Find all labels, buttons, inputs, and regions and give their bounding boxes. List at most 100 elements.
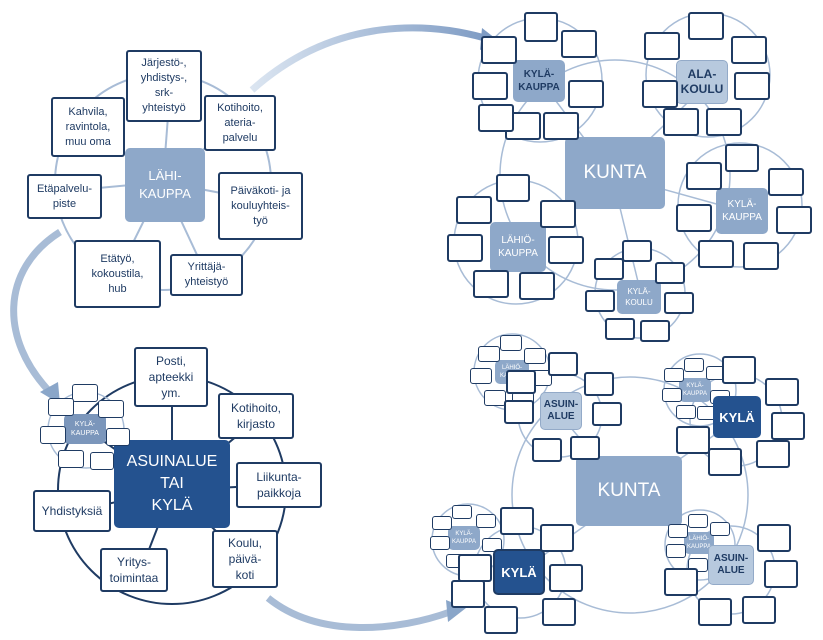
asuinalue-hub: ASUINALUE TAI KYLÄ — [114, 440, 230, 528]
item-etatyo: Etätyö, kokoustila, hub — [74, 240, 161, 308]
empty-box — [478, 346, 500, 362]
item-jarjesto: Järjestö-, yhdistys-, srk- yhteistyö — [126, 50, 202, 122]
kylakauppa-hub-bottom-1: KYLÄ- KAUPPA — [679, 378, 711, 402]
empty-box — [706, 108, 742, 136]
empty-box — [40, 426, 66, 444]
kunta-hub-top: KUNTA — [565, 137, 665, 209]
empty-box — [482, 538, 502, 552]
empty-box — [570, 436, 600, 460]
item-kotihoito-kirjasto: Kotihoito, kirjasto — [218, 393, 294, 439]
arrow-left — [10, 229, 62, 395]
empty-box — [698, 598, 732, 626]
empty-box — [568, 80, 604, 108]
empty-box — [764, 560, 798, 588]
empty-box — [543, 112, 579, 140]
empty-box — [519, 272, 555, 300]
empty-box — [655, 262, 685, 284]
arrow-top — [249, 24, 486, 93]
empty-box — [542, 598, 576, 626]
item-paivakoti-koulu: Päiväkoti- ja kouluyhteis- työ — [218, 172, 303, 240]
empty-box — [663, 108, 699, 136]
lahikauppa-hub: LÄHI- KAUPPA — [125, 148, 205, 222]
empty-box — [548, 352, 578, 376]
kyla-hub-bottom-2: KYLÄ — [493, 549, 545, 595]
empty-box — [452, 505, 472, 519]
asuinalue-hub-bottom-1: ASUIN- ALUE — [540, 392, 582, 430]
kylakauppa-hub-top-2: KYLÄ- KAUPPA — [716, 188, 768, 234]
empty-box — [722, 356, 756, 384]
empty-box — [776, 206, 812, 234]
empty-box — [731, 36, 767, 64]
empty-box — [757, 524, 791, 552]
empty-box — [765, 378, 799, 406]
empty-box — [472, 72, 508, 100]
empty-box — [430, 536, 450, 550]
empty-box — [473, 270, 509, 298]
empty-box — [688, 514, 708, 528]
empty-box — [725, 144, 759, 172]
empty-box — [622, 240, 652, 262]
empty-box — [458, 554, 492, 582]
arrow-bottom — [265, 595, 452, 632]
item-kahvila: Kahvila, ravintola, muu oma — [51, 97, 125, 157]
empty-box — [451, 580, 485, 608]
empty-box — [456, 196, 492, 224]
asuinalue-hub-bottom-2: ASUIN- ALUE — [708, 545, 754, 585]
item-koulu: Koulu, päivä- koti — [212, 530, 278, 588]
empty-box — [58, 450, 84, 468]
empty-box — [585, 290, 615, 312]
empty-box — [684, 358, 704, 372]
empty-box — [470, 368, 492, 384]
empty-box — [594, 258, 624, 280]
empty-box — [506, 370, 536, 394]
empty-box — [676, 405, 696, 419]
empty-box — [664, 568, 698, 596]
empty-box — [548, 236, 584, 264]
empty-box — [481, 36, 517, 64]
empty-box — [478, 104, 514, 132]
empty-box — [768, 168, 804, 196]
empty-box — [698, 240, 734, 268]
empty-box — [561, 30, 597, 58]
empty-box — [640, 320, 670, 342]
alakoulu-hub: ALA- KOULU — [676, 60, 728, 104]
kylakauppa-hub-top-1: KYLÄ- KAUPPA — [513, 60, 565, 102]
empty-box — [664, 292, 694, 314]
empty-box — [98, 400, 124, 418]
empty-box — [676, 204, 712, 232]
empty-box — [447, 234, 483, 262]
empty-box — [742, 596, 776, 624]
item-liikunta: Liikunta- paikkoja — [236, 462, 322, 508]
empty-box — [504, 400, 534, 424]
kylakauppa-hub-bottom-2: KYLÄ- KAUPPA — [448, 526, 480, 550]
empty-box — [642, 80, 678, 108]
empty-box — [549, 564, 583, 592]
item-etapalvelupiste: Etäpalvelu- piste — [27, 174, 102, 219]
empty-box — [524, 348, 546, 364]
empty-box — [666, 544, 686, 558]
empty-box — [688, 12, 724, 40]
empty-box — [90, 452, 114, 470]
empty-box — [524, 12, 558, 42]
empty-box — [664, 368, 684, 382]
empty-box — [743, 242, 779, 270]
empty-box — [532, 438, 562, 462]
lahiokauppa-hub-top: LÄHIÖ- KAUPPA — [490, 222, 546, 272]
empty-box — [662, 388, 682, 402]
empty-box — [476, 514, 496, 528]
empty-box — [584, 372, 614, 396]
empty-box — [500, 507, 534, 535]
empty-box — [592, 402, 622, 426]
empty-box — [708, 448, 742, 476]
kylakauppa-satellite: KYLÄ- KAUPPA — [64, 414, 106, 444]
empty-box — [710, 522, 730, 536]
empty-box — [484, 606, 518, 634]
item-yrittaja: Yrittäjä- yhteistyö — [170, 254, 243, 296]
item-yritys: Yritys- toimintaa — [100, 548, 168, 592]
empty-box — [605, 318, 635, 340]
empty-box — [432, 516, 452, 530]
empty-box — [496, 174, 530, 202]
empty-box — [644, 32, 680, 60]
item-posti: Posti, apteekki ym. — [134, 347, 208, 407]
kylakoulu-hub: KYLÄ- KOULU — [617, 280, 661, 314]
